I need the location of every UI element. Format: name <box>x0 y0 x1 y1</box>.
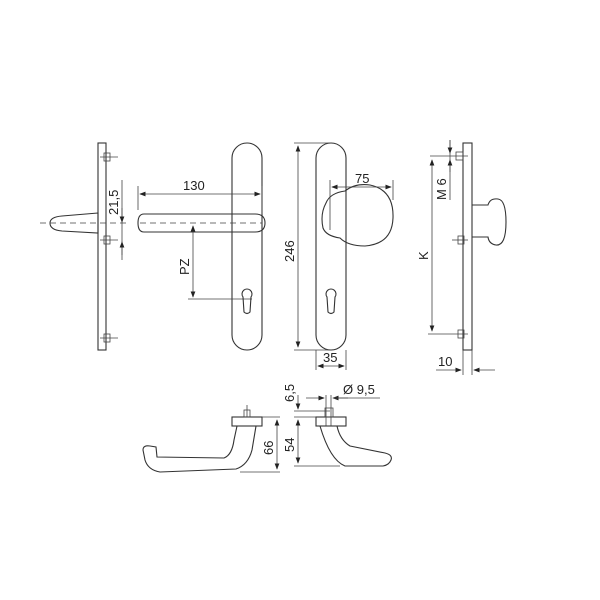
screw-icon <box>100 152 118 343</box>
dim-lever-height-inner: 54 <box>282 438 297 452</box>
side-view-knob: K M 6 10 <box>416 140 507 375</box>
dim-plate-height: 246 <box>282 240 297 262</box>
dim-lever-height: 66 <box>261 441 276 455</box>
dim-plate-width: 35 <box>323 350 337 365</box>
side-view-lever: 21,5 <box>40 142 130 351</box>
front-view-knob: 75 246 35 <box>282 142 394 370</box>
keyhole-icon <box>241 288 253 315</box>
dim-lever-length: 130 <box>183 178 205 193</box>
dim-plate-depth: 10 <box>438 354 452 369</box>
dim-k: K <box>416 251 431 260</box>
dim-thread: M 6 <box>434 178 449 200</box>
keyhole-icon <box>325 288 337 315</box>
dim-rose-height: 6,5 <box>282 384 297 402</box>
bottom-view-levers: 66 6,5 54 Ø 9,5 <box>142 382 392 473</box>
front-view-lever: 130 PZ <box>137 142 266 351</box>
dim-pz: PZ <box>177 258 192 275</box>
dim-knob-projection: 75 <box>355 171 369 186</box>
screw-icon <box>428 151 468 339</box>
dim-spindle-offset: 21,5 <box>106 190 121 215</box>
dim-diameter: Ø 9,5 <box>343 382 375 397</box>
